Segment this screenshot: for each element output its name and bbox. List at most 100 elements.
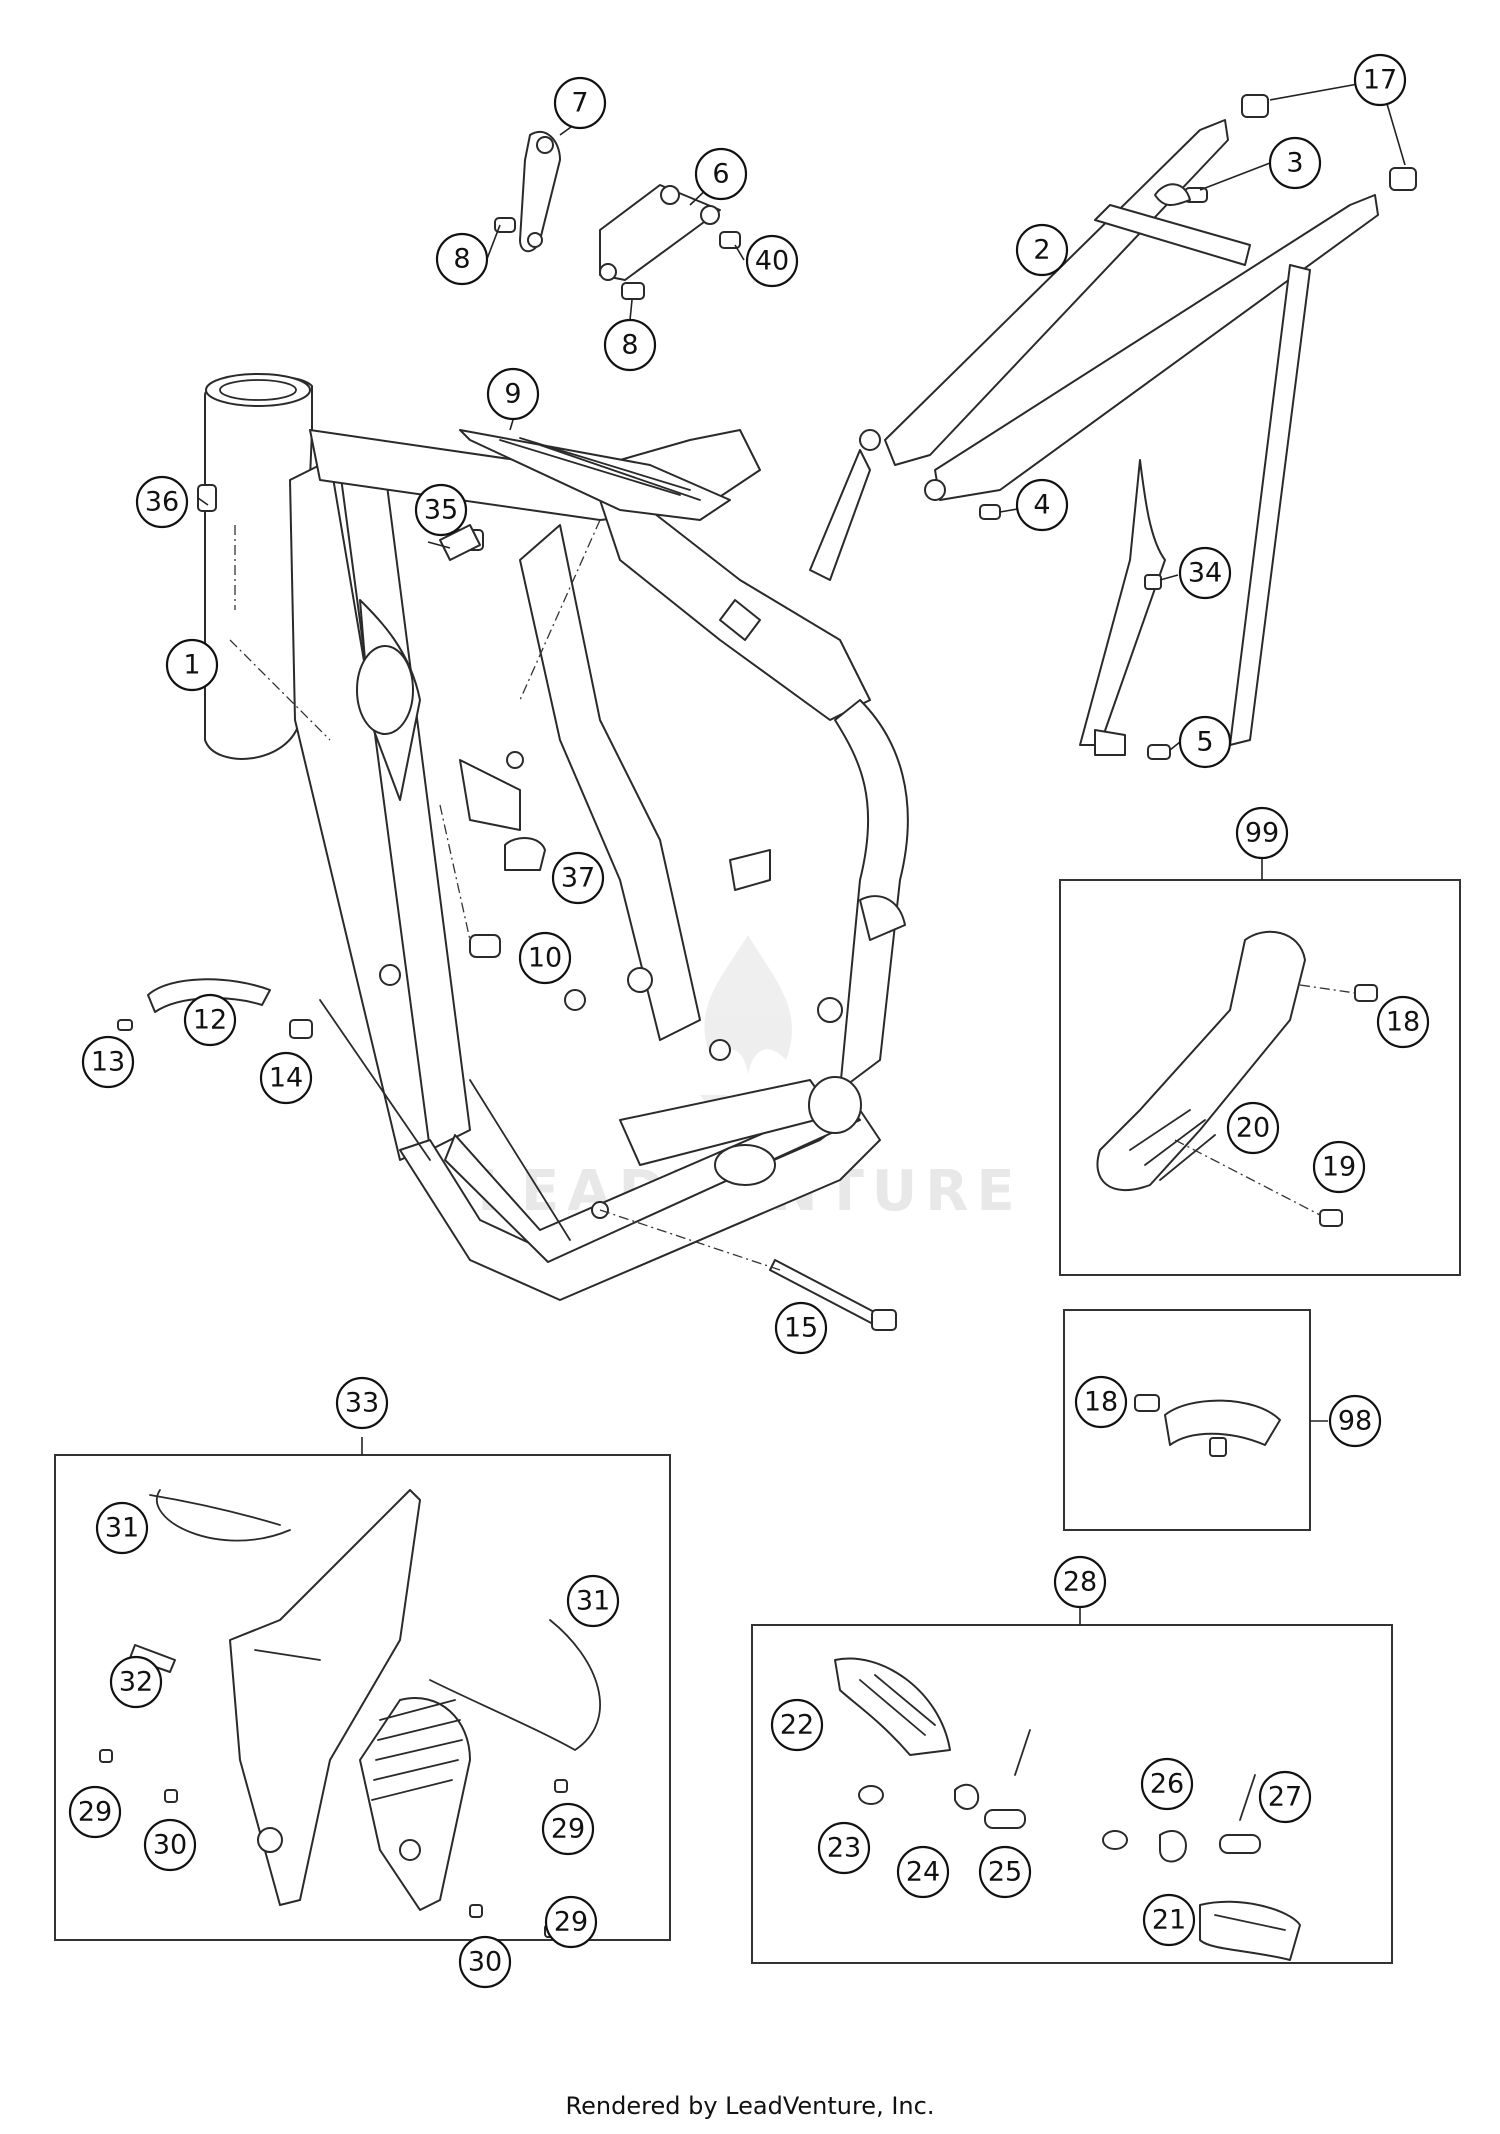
- svg-text:1: 1: [183, 650, 200, 681]
- footrest-bracket: [1096, 930, 1378, 1227]
- callout-21: 21: [1142, 1893, 1196, 1947]
- svg-text:30: 30: [153, 1830, 187, 1861]
- callout-99: 99: [1235, 806, 1289, 860]
- svg-text:3: 3: [1286, 148, 1303, 179]
- callout-28: 28: [1053, 1555, 1107, 1609]
- callout-9: 9: [486, 367, 540, 421]
- svg-text:22: 22: [780, 1710, 814, 1741]
- callout-18: 18: [1376, 995, 1430, 1049]
- svg-text:98: 98: [1338, 1406, 1372, 1437]
- callout-4: 4: [1015, 478, 1069, 532]
- svg-text:21: 21: [1152, 1905, 1186, 1936]
- callout-98: 98: [1328, 1394, 1382, 1448]
- svg-text:20: 20: [1236, 1113, 1270, 1144]
- group-99-box: [1059, 879, 1461, 1276]
- callout-17: 17: [1353, 53, 1407, 107]
- callout-40: 40: [745, 234, 799, 288]
- callout-29: 29: [68, 1785, 122, 1839]
- svg-text:24: 24: [906, 1857, 940, 1888]
- callout-2: 2: [1015, 223, 1069, 277]
- callout-36: 36: [135, 475, 189, 529]
- subframe: [809, 119, 1379, 756]
- svg-text:12: 12: [193, 1005, 227, 1036]
- svg-text:8: 8: [621, 330, 638, 361]
- callout-8: 8: [435, 232, 489, 286]
- callout-19: 19: [1312, 1140, 1366, 1194]
- svg-text:37: 37: [561, 863, 595, 894]
- callout-37: 37: [551, 851, 605, 905]
- callout-32: 32: [109, 1655, 163, 1709]
- callout-7: 7: [553, 76, 607, 130]
- callout-10: 10: [518, 931, 572, 985]
- svg-text:18: 18: [1084, 1387, 1118, 1418]
- callout-30: 30: [458, 1935, 512, 1989]
- frame-guards: [99, 1489, 601, 1938]
- callout-33: 33: [335, 1376, 389, 1430]
- callout-30: 30: [143, 1818, 197, 1872]
- svg-text:18: 18: [1386, 1007, 1420, 1038]
- svg-text:4: 4: [1033, 490, 1050, 521]
- group-28-box: [751, 1624, 1393, 1964]
- svg-text:13: 13: [91, 1047, 125, 1078]
- footrest-pad: [1134, 1394, 1281, 1457]
- svg-text:99: 99: [1245, 818, 1279, 849]
- callout-3: 3: [1268, 136, 1322, 190]
- svg-text:40: 40: [755, 246, 789, 277]
- frame-protector: [459, 429, 731, 701]
- svg-text:25: 25: [988, 1857, 1022, 1888]
- svg-text:6: 6: [712, 159, 729, 190]
- svg-text:14: 14: [269, 1063, 303, 1094]
- footpegs: [834, 1657, 1301, 1961]
- callout-22: 22: [770, 1698, 824, 1752]
- svg-text:30: 30: [468, 1947, 502, 1978]
- svg-text:15: 15: [784, 1313, 818, 1344]
- callout-35: 35: [414, 483, 468, 537]
- svg-text:34: 34: [1188, 558, 1222, 589]
- svg-text:31: 31: [576, 1586, 610, 1617]
- svg-text:33: 33: [345, 1388, 379, 1419]
- callout-34: 34: [1178, 546, 1232, 600]
- callout-15: 15: [774, 1301, 828, 1355]
- svg-text:26: 26: [1150, 1769, 1184, 1800]
- callout-31: 31: [566, 1574, 620, 1628]
- svg-text:7: 7: [571, 88, 588, 119]
- group-98-box: [1063, 1309, 1311, 1531]
- svg-text:9: 9: [504, 379, 521, 410]
- subframe-hardware: [979, 94, 1417, 760]
- svg-text:2: 2: [1033, 235, 1050, 266]
- callout-23: 23: [817, 1821, 871, 1875]
- svg-text:32: 32: [119, 1667, 153, 1698]
- callout-5: 5: [1178, 715, 1232, 769]
- svg-text:10: 10: [528, 943, 562, 974]
- svg-text:36: 36: [145, 487, 179, 518]
- svg-text:35: 35: [424, 495, 458, 526]
- callout-18: 18: [1074, 1375, 1128, 1429]
- callout-12: 12: [183, 993, 237, 1047]
- callout-20: 20: [1226, 1101, 1280, 1155]
- engine-brackets: [494, 130, 741, 300]
- footer-credit: Rendered by LeadVenture, Inc.: [565, 2092, 935, 2120]
- callout-13: 13: [81, 1035, 135, 1089]
- svg-text:28: 28: [1063, 1567, 1097, 1598]
- svg-text:23: 23: [827, 1833, 861, 1864]
- svg-text:31: 31: [105, 1513, 139, 1544]
- callout-8: 8: [603, 318, 657, 372]
- callout-14: 14: [259, 1051, 313, 1105]
- frame-hardware: [117, 484, 897, 1331]
- callout-27: 27: [1258, 1770, 1312, 1824]
- callout-24: 24: [896, 1845, 950, 1899]
- callout-29: 29: [541, 1802, 595, 1856]
- svg-text:17: 17: [1363, 65, 1397, 96]
- svg-text:29: 29: [554, 1907, 588, 1938]
- svg-text:8: 8: [453, 244, 470, 275]
- callout-6: 6: [694, 147, 748, 201]
- callout-26: 26: [1140, 1757, 1194, 1811]
- svg-text:29: 29: [551, 1814, 585, 1845]
- svg-text:5: 5: [1196, 727, 1213, 758]
- svg-text:27: 27: [1268, 1782, 1302, 1813]
- svg-text:19: 19: [1322, 1152, 1356, 1183]
- callout-1: 1: [165, 638, 219, 692]
- svg-text:29: 29: [78, 1797, 112, 1828]
- callout-31: 31: [95, 1501, 149, 1555]
